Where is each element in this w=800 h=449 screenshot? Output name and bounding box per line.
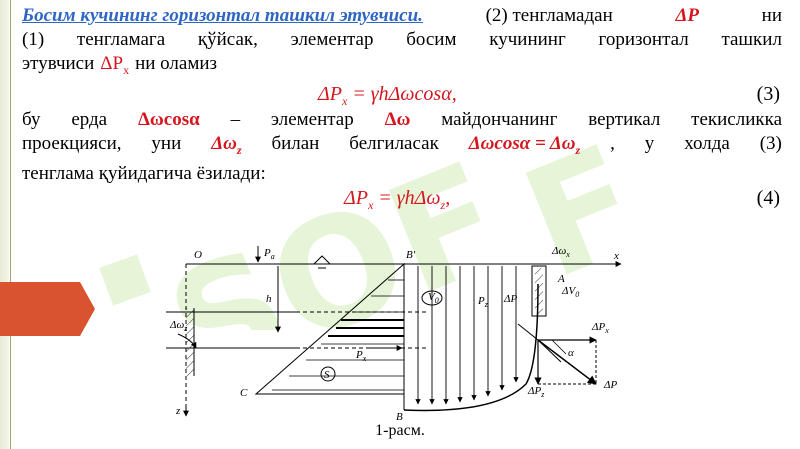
label-b: B	[396, 411, 403, 423]
word: холда	[684, 132, 730, 154]
symbol-dpx: ΔPx	[100, 53, 130, 77]
formula-3: ΔPx = γhΔωcosα, (3)	[22, 82, 782, 108]
label-pz: Pz	[477, 295, 489, 309]
label-c: C	[240, 387, 248, 399]
word: кучининг	[489, 29, 566, 50]
word: –	[230, 108, 241, 130]
label-dp-big: ΔP	[603, 379, 617, 391]
label-v0: V0	[428, 291, 439, 305]
left-decor-strip	[0, 0, 9, 449]
symbol-dwz: Δωz	[211, 132, 242, 157]
word: майдончанинг	[441, 108, 558, 130]
formula-4: ΔPx = γhΔωz, (4)	[22, 186, 782, 212]
label-dpx: ΔPx	[591, 321, 609, 335]
label-px: Px	[355, 349, 367, 363]
symbol-dwcosa-eq: Δωcosα = Δωz	[468, 132, 581, 157]
word: билан	[271, 132, 320, 154]
word: ташкил	[721, 29, 782, 50]
label-dv0: ΔV0	[561, 285, 579, 299]
word: вертикал	[588, 108, 661, 130]
word: босим	[406, 29, 457, 50]
word: ерда	[71, 108, 108, 130]
slide-arrow-tab	[0, 282, 95, 336]
heading-text-b: ни	[761, 5, 782, 26]
word: этувчиси	[22, 53, 95, 74]
word: ,	[610, 132, 615, 154]
heading-line-3: этувчиси ΔPx ни оламиз	[22, 52, 782, 82]
pressure-diagram: O x Pa z h Δωz C Px S B' B	[166, 245, 622, 423]
slide-text: Босим кучининг горизонтал ташкил этувчис…	[22, 4, 782, 212]
label-alpha: α	[568, 347, 574, 359]
formula-3-number: (3)	[756, 82, 780, 105]
formula-4-expression: ΔPx = γhΔωz,	[344, 186, 451, 212]
label-s: S	[324, 369, 330, 381]
label-dwz: Δωz	[169, 319, 188, 333]
paragraph-line-3: тенглама қуйидагича ёзилади:	[22, 162, 782, 186]
heading-line-2: (1) тенгламага қўйсак, элементар босим к…	[22, 28, 782, 52]
word: текисликка	[691, 108, 782, 130]
heading-text-a: (2) тенгламадан	[485, 5, 613, 26]
word: бу	[22, 108, 41, 130]
heading-line: Босим кучининг горизонтал ташкил этувчис…	[22, 4, 782, 28]
label-h: h	[266, 293, 272, 305]
word: тенгламага	[76, 29, 166, 50]
label-a: A	[557, 273, 565, 285]
word: элементар	[290, 29, 374, 50]
label-dp-small: ΔP	[503, 293, 517, 305]
word: уни	[151, 132, 182, 154]
left-decor-rule	[10, 0, 11, 449]
label-dpz: ΔPz	[527, 385, 545, 399]
word: қўйсак,	[197, 29, 258, 50]
label-z: z	[175, 405, 181, 417]
word: ни оламиз	[135, 53, 218, 74]
label-domega-x: Δωx	[551, 245, 570, 259]
word: проекцияси,	[22, 132, 122, 154]
heading-dp: ΔP	[675, 5, 699, 26]
word: белгиласак	[349, 132, 439, 154]
label-pa: Pa	[263, 247, 275, 261]
figure-caption: 1-расм.	[375, 422, 425, 439]
formula-3-expression: ΔPx = γhΔωcosα,	[318, 82, 457, 108]
symbol-dw: Δω	[384, 108, 411, 130]
word: (1)	[22, 29, 45, 50]
paragraph-line-2: проекцияси, уни Δωz билан белгиласак Δωc…	[22, 132, 782, 162]
word: (3)	[759, 132, 782, 154]
formula-4-number: (4)	[756, 186, 780, 209]
label-o: O	[194, 249, 202, 261]
label-b-prime: B'	[406, 249, 416, 261]
word: элементар	[270, 108, 354, 130]
word: у	[644, 132, 655, 154]
symbol-dwcosa: Δωcosα	[137, 108, 200, 130]
label-x: x	[613, 250, 619, 262]
paragraph-line-1: бу ерда Δωcosα – элементар Δω майдончани…	[22, 108, 782, 132]
word: горизонтал	[598, 29, 689, 50]
section-title: Босим кучининг горизонтал ташкил этувчис…	[22, 5, 423, 26]
paragraph-text: тенглама қуйидагича ёзилади:	[22, 162, 266, 184]
